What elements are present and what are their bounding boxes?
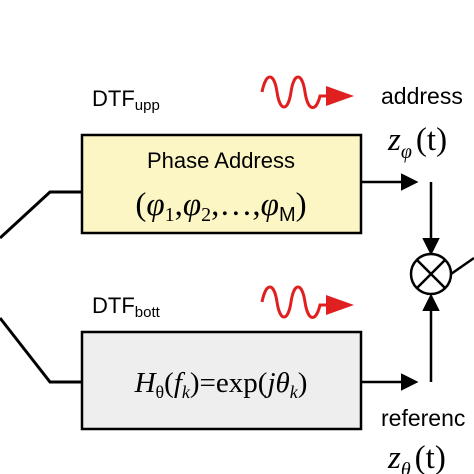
address-signal-label: zφ(t) xyxy=(387,122,447,163)
reference-label: referenc xyxy=(381,405,465,431)
reference-signal-label: zθ(t) xyxy=(387,440,446,474)
phase-address-title: Phase Address xyxy=(147,148,295,173)
dtf-bott-label: DTFbott xyxy=(92,293,161,321)
address-label: address xyxy=(381,83,463,109)
wave-icon-lower xyxy=(260,285,354,319)
mixer-output-line xyxy=(450,256,474,276)
transfer-function-block xyxy=(80,330,363,431)
input-line-lower xyxy=(0,317,82,384)
mixer-icon xyxy=(409,252,453,296)
phase-address-formula: (φ1,φ2,…,φM) xyxy=(135,187,306,226)
dtf-upp-label: DTFupp xyxy=(92,86,160,114)
input-line-upper xyxy=(0,190,82,240)
phase-address-block xyxy=(80,133,363,235)
wave-icon-upper xyxy=(260,75,354,109)
